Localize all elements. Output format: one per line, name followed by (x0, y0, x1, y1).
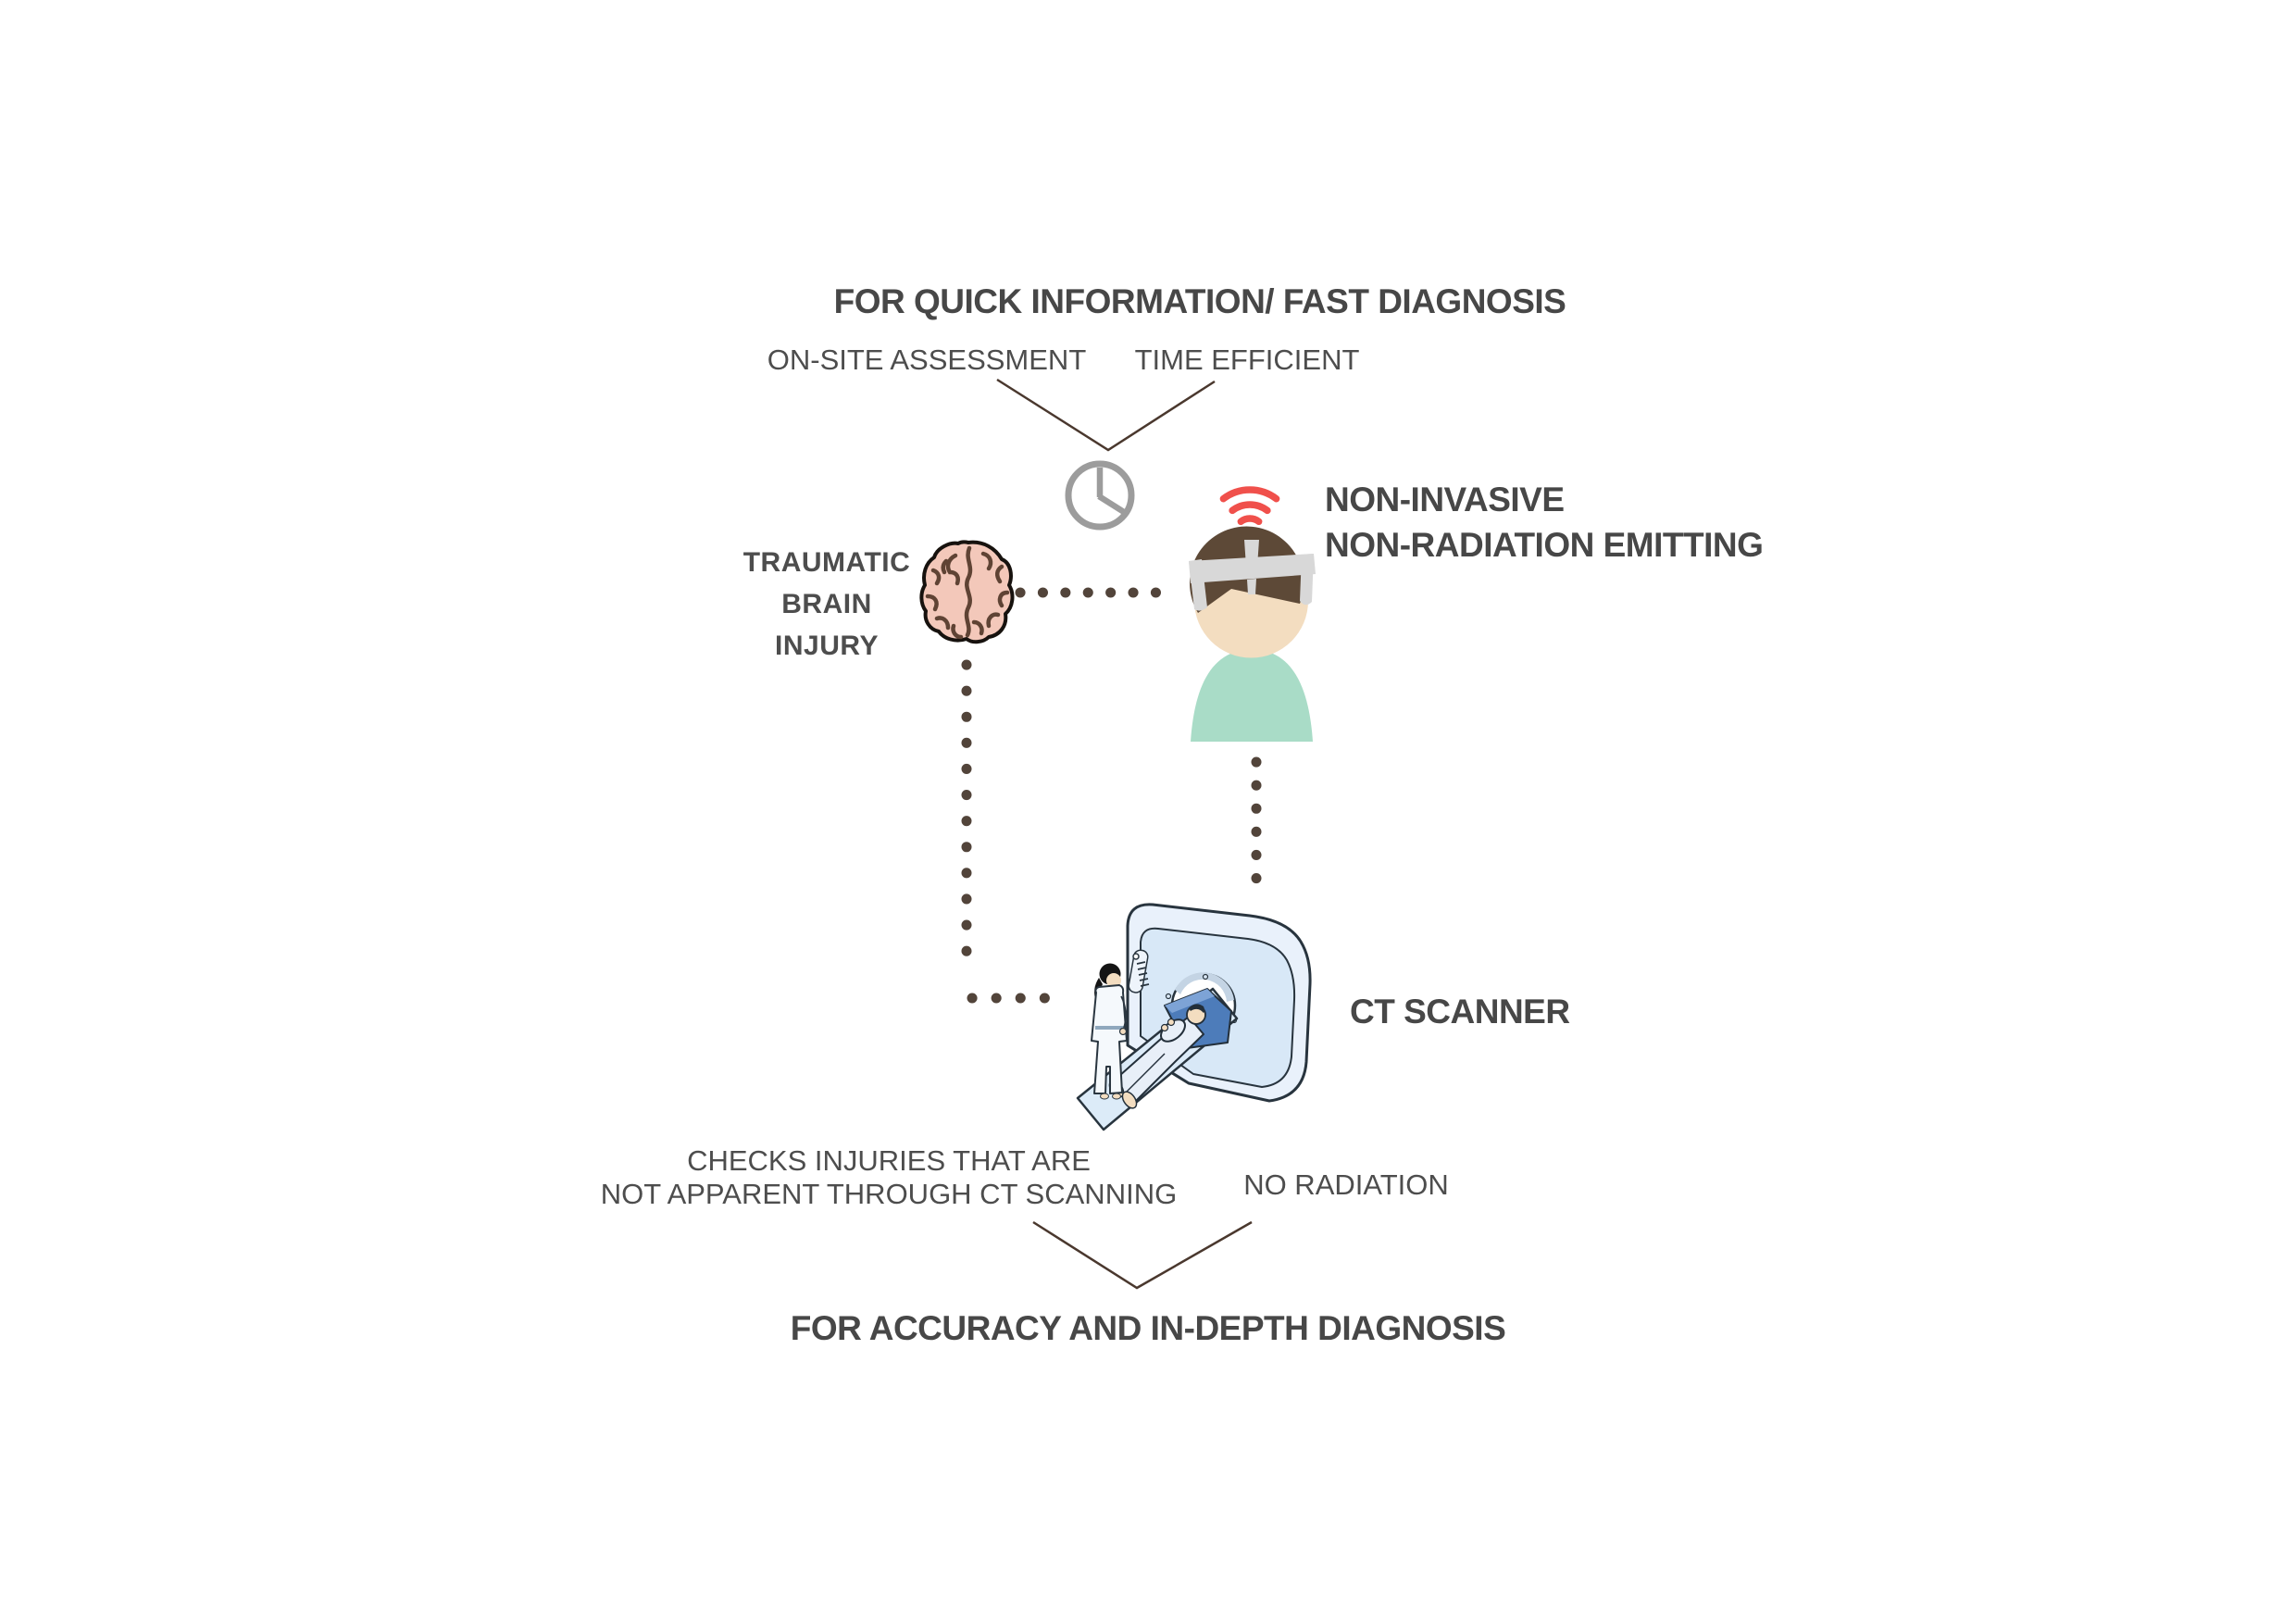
tbi-line: BRAIN (781, 589, 872, 619)
nurse-figure (1091, 963, 1128, 1100)
device-benefit-line: NON-INVASIVE (1325, 481, 1565, 518)
top-title: FOR QUICK INFORMATION/ FAST DIAGNOSIS (833, 282, 1566, 320)
tbi-line: INJURY (775, 631, 879, 661)
nurse-dress (1091, 984, 1128, 1094)
wifi-signal-icon (1219, 486, 1280, 526)
device-benefits-label: NON-INVASIVE NON-RADIATION EMITTING (1325, 477, 1764, 568)
tbi-line: TRAUMATIC (742, 547, 911, 578)
bottom-left-benefit-label: CHECKS INJURIES THAT ARE NOT APPARENT TH… (601, 1144, 1177, 1211)
bottom-converging-lines (1032, 1220, 1253, 1290)
dotted-connectors (961, 587, 1262, 1004)
ct-scanner-illustration (1076, 903, 1312, 1131)
top-right-benefit-label: TIME EFFICIENT (1134, 344, 1360, 376)
patient-body (1191, 654, 1313, 742)
device-benefit-line: NON-RADIATION EMITTING (1325, 526, 1764, 564)
brain-icon (919, 540, 1015, 644)
scanner-bore-shadow (1175, 972, 1234, 1002)
scanned-patient-foot (1121, 1091, 1138, 1109)
nurse-face (1106, 973, 1121, 988)
scanned-patient (1108, 988, 1232, 1109)
patient-figure (1189, 486, 1316, 742)
bottom-title: FOR ACCURACY AND IN-DEPTH DIAGNOSIS (790, 1309, 1506, 1347)
traumatic-brain-injury-label: TRAUMATIC BRAIN INJURY (743, 542, 911, 667)
scanner-control-panel (1128, 949, 1150, 993)
checks-line: CHECKS INJURIES THAT ARE (687, 1144, 1091, 1177)
headband-device (1189, 540, 1316, 611)
ct-scanner-label: CT SCANNER (1350, 993, 1570, 1031)
top-converging-lines (996, 378, 1216, 452)
bottom-right-benefit-label: NO RADIATION (1243, 1168, 1449, 1201)
clock-icon (1065, 460, 1135, 531)
checks-line: NOT APPARENT THROUGH CT SCANNING (600, 1178, 1178, 1210)
top-left-benefit-label: ON-SITE ASSESSMENT (767, 344, 1087, 376)
